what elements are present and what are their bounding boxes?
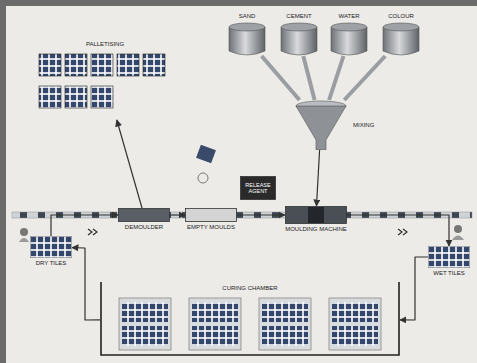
process-box-shape	[185, 208, 237, 222]
tile-stack: DRY TILES	[30, 236, 72, 258]
flow-arrow	[237, 214, 285, 215]
node-label: MIXING	[353, 122, 374, 129]
node-label: MOULDING MACHINE	[285, 226, 347, 233]
material-hopper: WATER	[330, 22, 368, 56]
tile-stack: WET TILES	[428, 246, 470, 268]
node-label: COLOUR	[388, 13, 414, 20]
feed-pipe	[262, 56, 300, 100]
mixer-funnel-shape	[295, 100, 347, 150]
process-box: DEMOULDER	[118, 208, 170, 222]
flow-arrow	[170, 214, 185, 215]
material-hopper: CEMENT	[280, 22, 318, 56]
material-hopper-shape	[330, 22, 368, 56]
machine-box-shape	[285, 206, 347, 224]
node-label: PALLETISING	[86, 41, 124, 48]
process-box: EMPTY MOULDS	[185, 208, 237, 222]
mixer-funnel: MIXING	[295, 100, 347, 150]
tile-stock-shape	[35, 38, 175, 120]
feed-pipe	[303, 56, 314, 100]
curing-chamber-shape	[100, 282, 400, 356]
node-label: WATER	[339, 13, 360, 20]
worker-icon	[19, 228, 29, 242]
material-hopper-shape	[382, 22, 420, 56]
tile-stack-shape	[428, 246, 470, 268]
flow-arrow	[72, 248, 100, 320]
node-label: CEMENT	[286, 13, 311, 20]
tile-handling-icon	[196, 145, 216, 183]
material-hopper: SAND	[228, 22, 266, 56]
material-hopper-shape	[228, 22, 266, 56]
material-hopper-shape	[280, 22, 318, 56]
flow-arrow	[51, 215, 118, 236]
tile-stack-shape	[30, 236, 72, 258]
flow-arrow	[347, 215, 449, 246]
flow-arrow	[400, 257, 428, 320]
curing-chamber: CURING CHAMBER	[100, 282, 400, 356]
node-label: SAND	[239, 13, 256, 20]
node-label: DEMOULDER	[125, 224, 163, 231]
node-label: RELEASE AGENT	[240, 176, 276, 200]
node-label: EMPTY MOULDS	[187, 224, 235, 231]
node-label: CURING CHAMBER	[222, 285, 277, 292]
machine-box: MOULDING MACHINE	[285, 206, 347, 224]
node-label: WET TILES	[433, 270, 464, 277]
worker-icon	[452, 225, 464, 240]
process-box-shape	[118, 208, 170, 222]
material-hopper: COLOUR	[382, 22, 420, 56]
agent-box: RELEASE AGENT	[240, 176, 276, 200]
node-label: DRY TILES	[36, 260, 67, 267]
tile-stock: PALLETISING	[35, 38, 175, 120]
flow-arrow	[117, 120, 142, 208]
feed-pipe	[344, 56, 385, 100]
feed-pipe	[329, 56, 343, 100]
flow-arrow	[317, 150, 320, 206]
